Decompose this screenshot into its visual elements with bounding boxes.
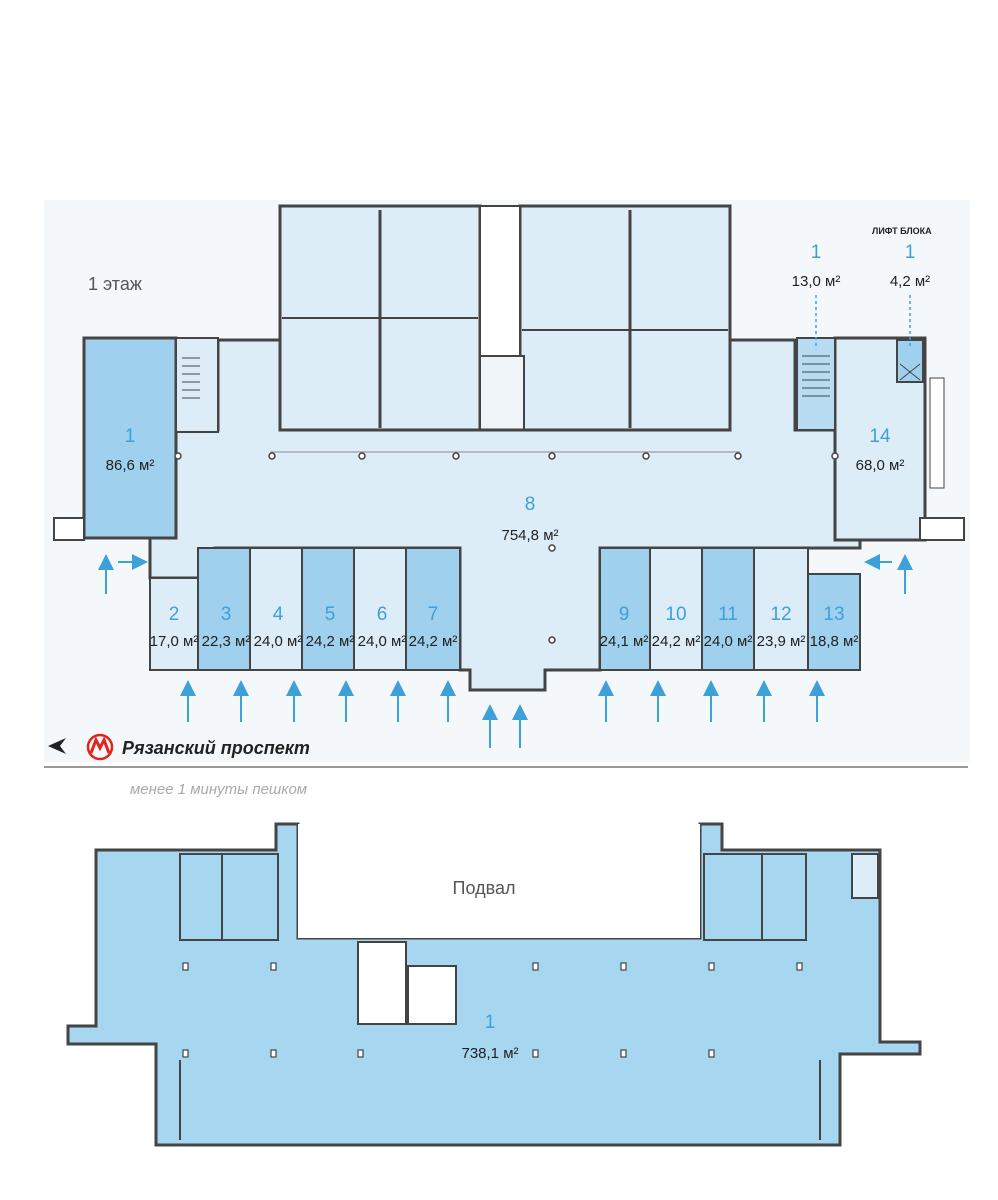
- premise-13-number: 13: [823, 604, 844, 625]
- premise-2-area: 17,0 м²: [150, 633, 199, 650]
- premise-7-number: 7: [428, 604, 439, 625]
- lift-unit-shape: [896, 339, 924, 383]
- stair-unit-number: 1: [811, 242, 822, 263]
- premise-6-number: 6: [377, 604, 388, 625]
- premise-6-area: 24,0 м²: [358, 633, 407, 650]
- stair-unit-shape: [796, 337, 836, 431]
- premise-9-number: 9: [619, 604, 630, 625]
- premise-10-number: 10: [665, 604, 686, 625]
- premise-1-shape: [82, 336, 178, 540]
- lift-unit-number: 1: [905, 242, 916, 263]
- premise-5-number: 5: [325, 604, 336, 625]
- premise-12-area: 23,9 м²: [757, 633, 806, 650]
- lift-caption: ЛИФТ БЛОКА: [872, 226, 932, 236]
- premise-labels: 1 86,6 м² 2 17,0 м² 3 22,3 м² 4 24,0 м² 5 24,2 м²…: [106, 426, 905, 650]
- premise-14-area: 68,0 м²: [856, 457, 905, 474]
- stair-unit-area: 13,0 м²: [792, 273, 841, 290]
- basement-premise-area: 738,1 м²: [461, 1045, 518, 1062]
- floor1-plan: [53, 204, 965, 692]
- premise-3-area: 22,3 м²: [202, 633, 251, 650]
- premise-9-area: 24,1 м²: [600, 633, 649, 650]
- premise-8-area: 754,8 м²: [501, 527, 558, 544]
- premise-11-area: 24,0 м²: [704, 633, 753, 650]
- premise-11-number: 11: [718, 604, 738, 625]
- premise-7-area: 24,2 м²: [409, 633, 458, 650]
- premise-14-number: 14: [869, 426, 891, 447]
- floor1-title: 1 этаж: [88, 274, 142, 294]
- basement-premise-number: 1: [485, 1012, 496, 1033]
- basement-plan: [66, 822, 922, 1147]
- basement-title: Подвал: [453, 878, 516, 898]
- premise-3-number: 3: [221, 604, 232, 625]
- premise-4-area: 24,0 м²: [254, 633, 303, 650]
- premise-1-area: 86,6 м²: [106, 457, 155, 474]
- premise-10-area: 24,2 м²: [652, 633, 701, 650]
- lift-unit-area: 4,2 м²: [890, 273, 930, 290]
- back-arrow-icon[interactable]: [48, 738, 66, 754]
- premise-12-number: 12: [770, 604, 791, 625]
- premise-8-number: 8: [525, 494, 536, 515]
- premise-2-number: 2: [169, 604, 180, 625]
- premise-5-area: 24,2 м²: [306, 633, 355, 650]
- walk-time: менее 1 минуты пешком: [130, 781, 307, 798]
- premise-4-number: 4: [273, 604, 284, 625]
- metro-logo-icon: [86, 733, 114, 761]
- premise-1-number: 1: [125, 426, 136, 447]
- entrance-arrows: [98, 554, 913, 748]
- metro-station: Рязанский проспект: [122, 738, 310, 758]
- premise-13-area: 18,8 м²: [810, 633, 859, 650]
